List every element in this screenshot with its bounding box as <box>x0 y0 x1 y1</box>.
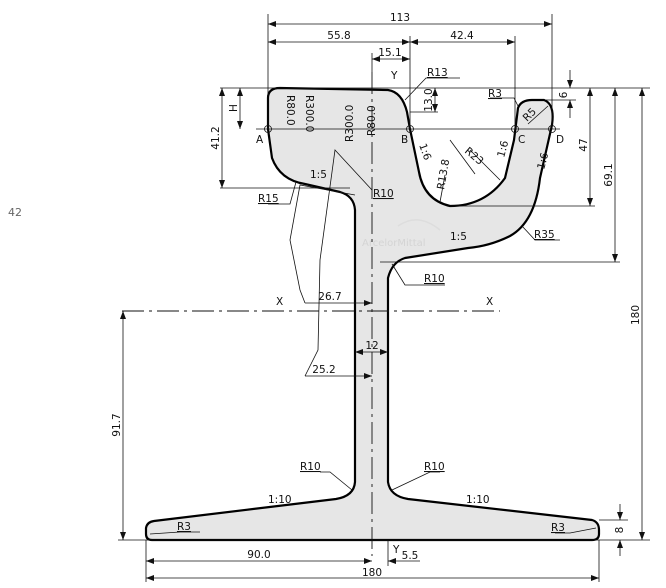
extension-lines <box>118 14 650 582</box>
y-axis-label-top: Y <box>390 70 398 82</box>
radius-r3-head: R3 <box>488 88 502 100</box>
radius-r13-8: R13.8 <box>435 158 452 190</box>
x-axis-label-left: X <box>276 296 283 308</box>
watermark-text: ArcelorMittal <box>362 238 426 249</box>
radius-r10-web: R10 <box>424 273 445 285</box>
slope-gauge: 1:6 <box>416 142 433 162</box>
radius-r15: R15 <box>258 193 279 205</box>
radius-r35: R35 <box>534 229 555 241</box>
dim-groove-depth: 47 <box>578 138 590 151</box>
x-axis-label-right: X <box>486 296 493 308</box>
dim-web-thickness: 12 <box>365 340 378 352</box>
slope-groove: 1:6 <box>495 139 511 159</box>
dim-25-2: 25.2 <box>312 364 335 376</box>
radius-r3-foot-right: R3 <box>551 522 565 534</box>
point-a-label: A <box>256 134 264 146</box>
dim-web-offset: 5.5 <box>402 550 419 562</box>
point-c-label: C <box>518 134 525 146</box>
dim-total-head-width: 113 <box>390 12 410 24</box>
dim-26-7: 26.7 <box>318 291 341 303</box>
point-d-label: D <box>556 134 564 146</box>
radius-r300-left: R300.0 <box>303 95 315 132</box>
dim-head-to-web: 69.1 <box>603 163 615 186</box>
slope-foot-left: 1:10 <box>268 494 292 506</box>
dim-foot-width: 180 <box>362 567 382 579</box>
radius-r10-head: R10 <box>373 188 394 200</box>
radius-r10-foot-right: R10 <box>424 461 445 473</box>
dim-a-to-b: 55.8 <box>327 30 350 42</box>
dim-head-height: 41.2 <box>210 126 222 149</box>
radius-r80-left: R80.0 <box>284 95 296 126</box>
dim-half-foot: 90.0 <box>247 549 270 561</box>
radius-r23: R23 <box>462 145 486 167</box>
dim-total-height: 180 <box>630 305 642 325</box>
dim-lip-offset: 6 <box>558 91 570 98</box>
radius-r3-foot-left: R3 <box>177 521 191 533</box>
page-side-number: 42 <box>8 206 22 219</box>
y-axis-label-bottom: Y <box>392 544 400 556</box>
dim-h: H <box>228 104 240 112</box>
slope-lip: 1:6 <box>535 151 551 171</box>
slope-foot-right: 1:10 <box>466 494 490 506</box>
radius-r13: R13 <box>427 67 448 79</box>
rail-profile-outline <box>144 86 601 542</box>
slope-head-under: 1:5 <box>310 169 327 181</box>
dim-axis-to-b: 15.1 <box>378 47 401 59</box>
dim-axis-height: 91.7 <box>111 413 123 436</box>
dimension-lines <box>120 21 645 581</box>
watermark-logo-icon <box>397 219 441 231</box>
point-b-label: B <box>401 134 408 146</box>
radius-r300-right: R300.0 <box>344 105 356 142</box>
dim-b-to-c: 42.4 <box>450 30 474 42</box>
dim-depth-13: 13.0 <box>423 88 435 111</box>
slope-web-top: 1:5 <box>450 231 467 243</box>
radius-r10-foot-left: R10 <box>300 461 321 473</box>
radius-r80-right: R80.0 <box>366 105 378 136</box>
dim-foot-edge: 8 <box>614 527 626 534</box>
